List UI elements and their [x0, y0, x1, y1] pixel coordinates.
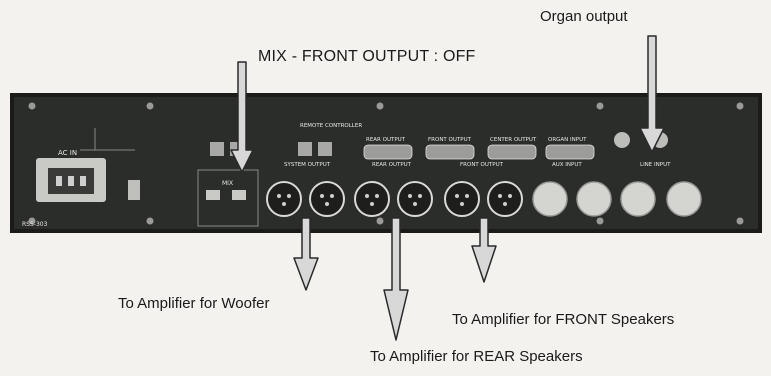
- switch-icon: [128, 180, 140, 200]
- center-output-dsub-label: CENTER OUTPUT: [490, 137, 537, 143]
- model-label: RSS-303: [22, 221, 48, 228]
- rear-output-label: REAR OUTPUT: [372, 162, 412, 168]
- mix-label: MIX: [222, 180, 233, 187]
- aux-input-label: AUX INPUT: [552, 162, 582, 168]
- system-output-label: SYSTEM OUTPUT: [284, 162, 331, 168]
- rear-output-dsub-label: REAR OUTPUT: [366, 137, 406, 143]
- line-input-label: LINE INPUT: [640, 162, 671, 168]
- rear-arrow: [384, 218, 408, 340]
- rear-speakers-callout: To Amplifier for REAR Speakers: [370, 348, 583, 365]
- organ-output-callout: Organ output: [540, 8, 628, 25]
- woofer-callout: To Amplifier for Woofer: [118, 295, 269, 312]
- organ-input-label: ORGAN INPUT: [548, 137, 587, 143]
- ac-in-label: AC IN: [58, 149, 77, 157]
- front-speakers-callout: To Amplifier for FRONT Speakers: [452, 311, 674, 328]
- front-output-label: FRONT OUTPUT: [460, 162, 504, 168]
- mix-front-output-callout: MIX - FRONT OUTPUT : OFF: [258, 48, 476, 66]
- remote-controller-label: REMOTE CONTROLLER: [300, 123, 362, 129]
- front-output-dsub-label: FRONT OUTPUT: [428, 137, 472, 143]
